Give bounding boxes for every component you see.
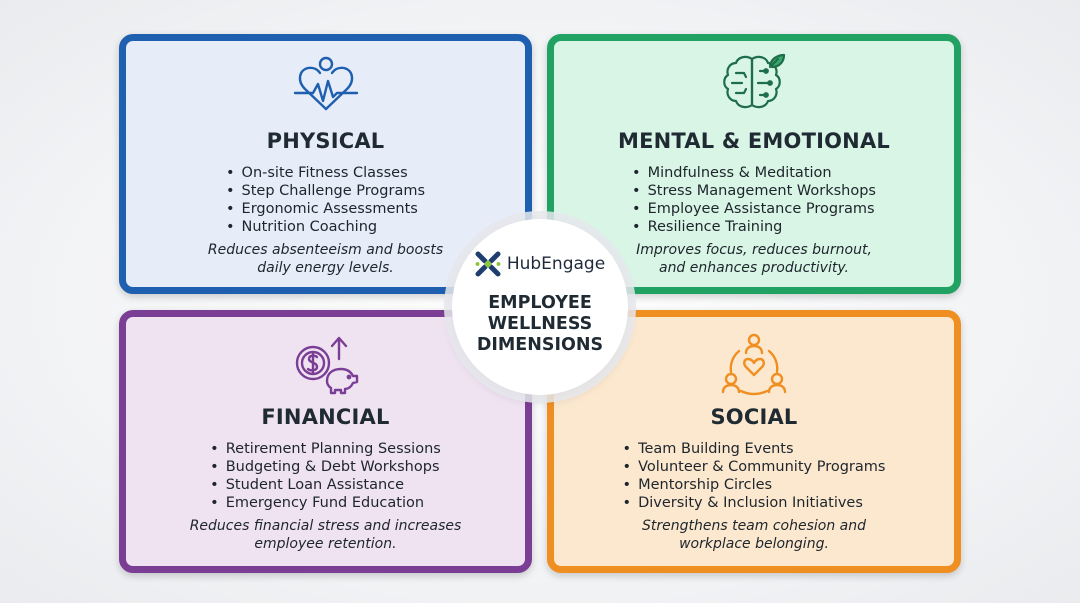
card-note: Strengthens team cohesion and workplace … <box>594 517 914 553</box>
people-circle-heart-icon <box>554 329 954 399</box>
list-item: Stress Management Workshops <box>632 182 876 200</box>
note-line: and enhances productivity. <box>658 260 849 276</box>
card-physical: PHYSICAL On-site Fitness Classes Step Ch… <box>119 34 532 294</box>
card-mental-emotional: MENTAL & EMOTIONAL Mindfulness & Meditat… <box>547 34 961 294</box>
list-item: Employee Assistance Programs <box>632 200 875 218</box>
brand-logo: HubEngage <box>452 251 628 277</box>
page-title: EMPLOYEE WELLNESS DIMENSIONS <box>452 293 628 356</box>
feature-list: On-site Fitness Classes Step Challenge P… <box>226 164 425 236</box>
card-title: FINANCIAL <box>261 405 390 429</box>
card-financial: FINANCIAL Retirement Planning Sessions B… <box>119 310 532 573</box>
heart-pulse-person-icon <box>126 51 525 117</box>
list-item: Nutrition Coaching <box>226 218 378 236</box>
note-line: daily energy levels. <box>257 260 394 276</box>
list-item: Diversity & Inclusion Initiatives <box>623 494 863 512</box>
list-item: Retirement Planning Sessions <box>210 440 441 458</box>
brain-circuit-leaf-icon <box>554 51 954 117</box>
feature-list: Team Building Events Volunteer & Communi… <box>623 440 885 512</box>
card-social: SOCIAL Team Building Events Volunteer & … <box>547 310 961 573</box>
list-item: Volunteer & Community Programs <box>623 458 885 476</box>
feature-list: Mindfulness & Meditation Stress Manageme… <box>632 164 876 236</box>
list-item: Emergency Fund Education <box>210 494 424 512</box>
card-note: Reduces financial stress and increases e… <box>166 517 485 553</box>
note-line: Reduces absenteeism and boosts <box>207 242 444 258</box>
card-title: MENTAL & EMOTIONAL <box>618 129 890 153</box>
card-note: Reduces absenteeism and boosts daily ene… <box>166 241 485 277</box>
center-badge: HubEngage EMPLOYEE WELLNESS DIMENSIONS <box>452 219 628 395</box>
list-item: Budgeting & Debt Workshops <box>210 458 440 476</box>
card-title: SOCIAL <box>710 405 798 429</box>
note-line: workplace belonging. <box>679 536 829 552</box>
card-title: PHYSICAL <box>266 129 385 153</box>
list-item: Resilience Training <box>632 218 783 236</box>
hubengage-logo-icon <box>475 251 501 277</box>
brand-name: HubEngage <box>506 254 606 274</box>
note-line: Improves focus, reduces burnout, <box>636 242 872 258</box>
list-item: Team Building Events <box>623 440 793 458</box>
feature-list: Retirement Planning Sessions Budgeting &… <box>210 440 441 512</box>
note-line: employee retention. <box>254 536 397 552</box>
card-note: Improves focus, reduces burnout, and enh… <box>594 241 914 277</box>
coin-piggy-bank-arrow-icon <box>126 329 525 399</box>
note-line: Strengthens team cohesion and <box>641 518 867 534</box>
list-item: On-site Fitness Classes <box>226 164 408 182</box>
list-item: Student Loan Assistance <box>210 476 404 494</box>
note-line: Reduces financial stress and increases <box>189 518 462 534</box>
title-line: DIMENSIONS <box>476 335 604 355</box>
title-line: WELLNESS <box>487 314 593 334</box>
list-item: Ergonomic Assessments <box>226 200 418 218</box>
list-item: Mindfulness & Meditation <box>632 164 832 182</box>
title-line: EMPLOYEE <box>488 293 592 313</box>
list-item: Step Challenge Programs <box>226 182 425 200</box>
list-item: Mentorship Circles <box>623 476 772 494</box>
